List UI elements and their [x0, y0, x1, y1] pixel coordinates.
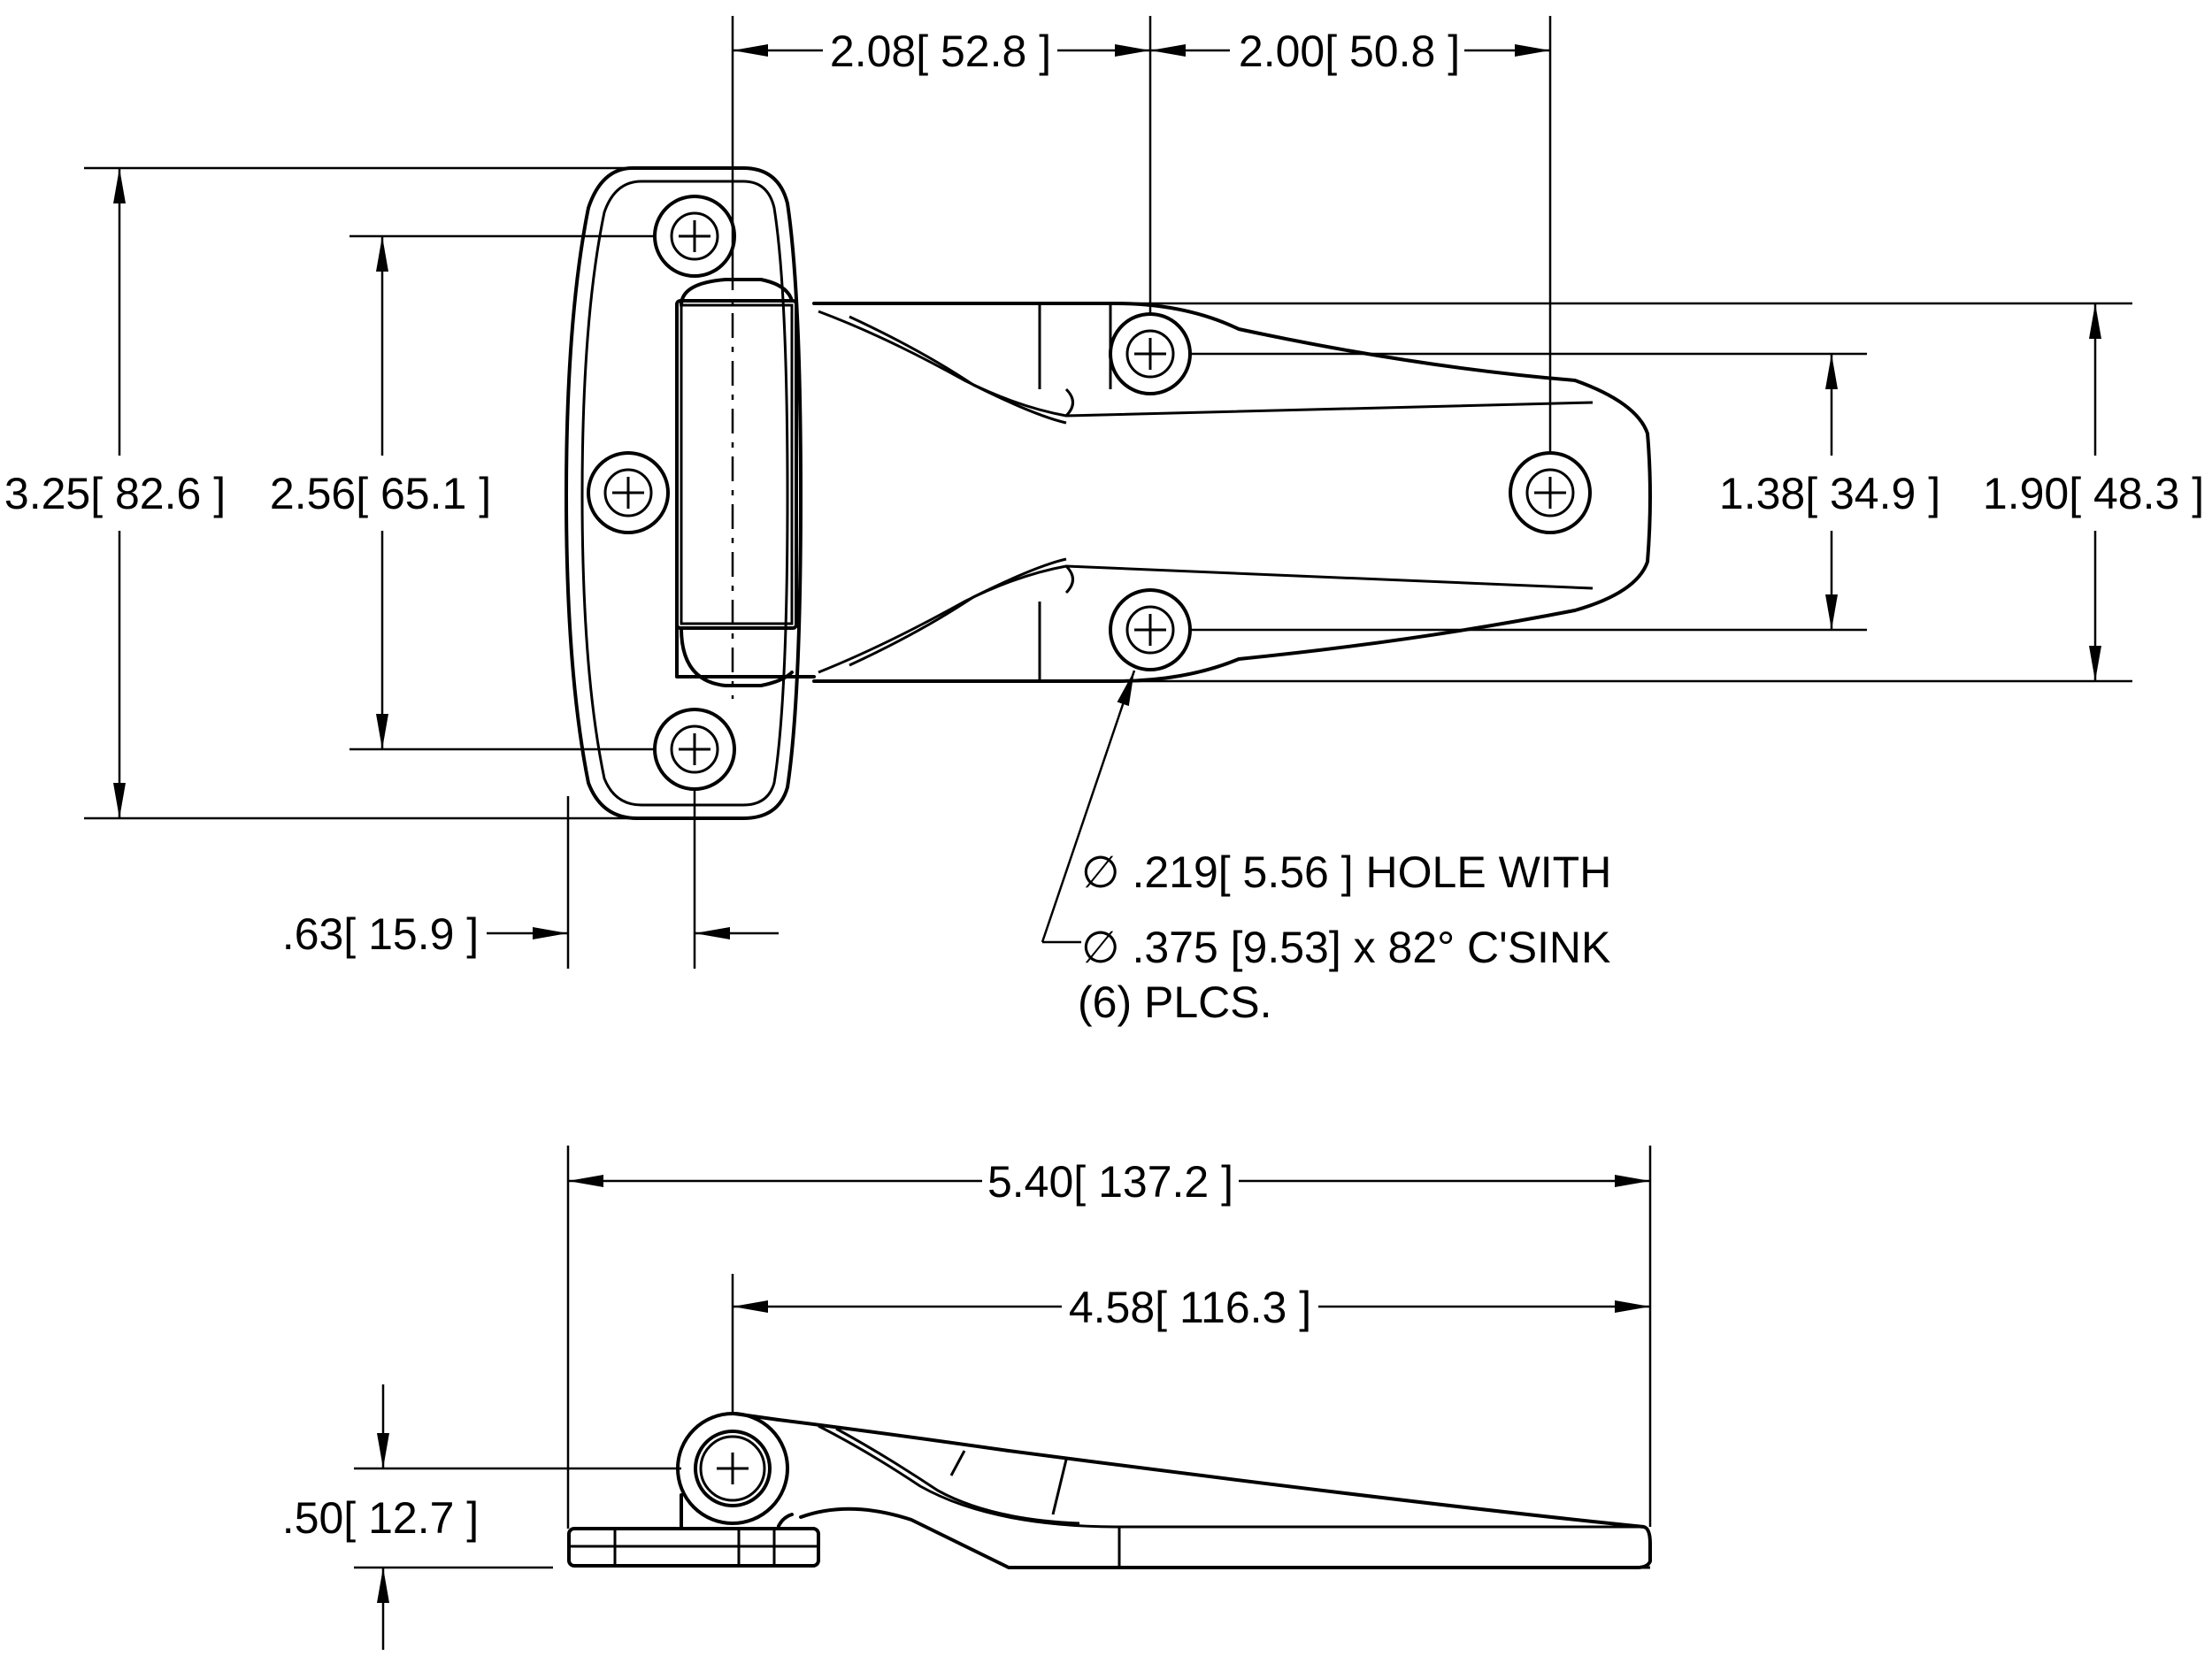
mounting-plate-outline: [565, 166, 803, 820]
dim-overall-length: 5.40[ 137.2 ]: [987, 1157, 1233, 1207]
strap-rib-upper-inner: [849, 315, 1067, 425]
strap-rib-lower-inner: [849, 557, 1067, 667]
strap-rib-lower: [818, 564, 1594, 674]
hole-note-line2: ∅ .375 [9.53] x 82° C'SINK: [1081, 923, 1610, 972]
top-view: 2.08[ 52.8 ] 2.00[ 50.8 ] 3.25[ 82.6 ] 2…: [4, 16, 2204, 1027]
side-knuckle-pin: [694, 1430, 772, 1507]
knuckle-inner: [680, 303, 794, 625]
hole-strap-top: [1109, 312, 1192, 395]
dim-strap-width: 1.90[ 48.3 ]: [1983, 469, 2204, 518]
mounting-plate-inner-edge: [580, 180, 789, 807]
dim-strap-hole-spacing: 1.38[ 34.9 ]: [1719, 469, 1940, 518]
dim-pin-height: .50[ 12.7 ]: [282, 1493, 479, 1543]
dim-pin-to-end-length: 4.58[ 116.3 ]: [1069, 1283, 1311, 1332]
strap-bend-lower: [1064, 564, 1074, 594]
hole-note-line1: ∅ .219[ 5.56 ] HOLE WITH: [1081, 847, 1611, 897]
dim-overall-plate-height: 3.25[ 82.6 ]: [4, 469, 226, 518]
hole-note-line3: (6) PLCS.: [1078, 978, 1272, 1027]
knuckle-body: [675, 308, 816, 678]
side-strap-arm: [733, 1412, 1652, 1569]
knuckle-top-cap: [680, 278, 794, 307]
dim-plate-hole-spacing: 2.56[ 65.1 ]: [270, 469, 491, 518]
strap-bend-upper: [1064, 387, 1074, 418]
hole-plate-middle: [587, 451, 670, 534]
knuckle: [675, 299, 798, 630]
hole-strap-bottom: [1109, 588, 1192, 671]
hole-strap-end: [1509, 451, 1592, 534]
strap-outline: [812, 302, 1652, 683]
side-view: 5.40[ 137.2 ] 4.58[ 116.3 ] .50[ 12.7 ]: [282, 1146, 1652, 1650]
dim-top-left-span: 2.08[ 52.8 ]: [830, 27, 1051, 76]
hole-plate-bottom: [653, 708, 736, 791]
dim-plate-edge-to-hole: .63[ 15.9 ]: [282, 909, 479, 959]
hole-plate-top: [653, 195, 736, 278]
strap-rib-upper: [818, 310, 1594, 418]
dim-top-right-span: 2.00[ 50.8 ]: [1239, 27, 1460, 76]
